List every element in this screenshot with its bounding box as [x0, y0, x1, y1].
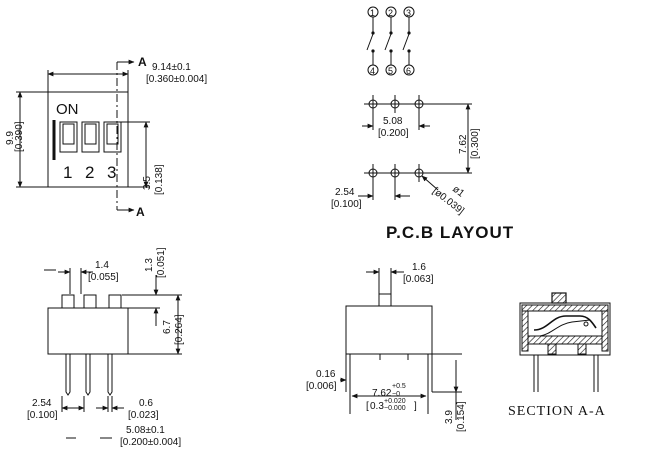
- body-height-in: [0.264]: [174, 314, 185, 345]
- pcb-row-in: [0.300]: [470, 128, 481, 159]
- height-dimension-mm: 9.9: [5, 131, 16, 145]
- width-dimension-in: [0.360±0.004]: [146, 74, 207, 85]
- side-row-in-bracket-close: ]: [414, 401, 417, 412]
- side-row-mm: 7.62: [372, 388, 392, 399]
- actuator-height-in: [0.051]: [156, 247, 167, 278]
- pcb-pitch-x-mm: 5.08: [383, 116, 403, 127]
- position-3-label: 3: [107, 163, 116, 182]
- on-label: ON: [56, 101, 79, 118]
- pcb-pitch-x-in: [0.200]: [378, 128, 409, 139]
- front-view-body: [47, 307, 129, 355]
- side-row-in-tol-lo: −0.000: [384, 405, 406, 412]
- pcb-pitch-in: [0.100]: [331, 199, 362, 210]
- position-2-label: 2: [85, 163, 94, 182]
- side-row-tol-lo: −0: [392, 391, 400, 398]
- pcb-row-mm: 7.62: [458, 134, 469, 154]
- actuator-width-mm: 1.4: [95, 260, 109, 271]
- schematic-pin-4: 4: [370, 66, 375, 76]
- position-1-label: 1: [63, 163, 72, 182]
- actuator-width-in: [0.055]: [88, 272, 119, 283]
- top-view: ON 1 2 3 A A 9.14±0.1 [0.360±0.004] 9.9 …: [5, 55, 207, 219]
- section-mark-top: A: [138, 55, 147, 69]
- section-label: SECTION A-A: [508, 404, 606, 419]
- pin-length-mm: 3.9: [444, 410, 455, 424]
- pin-span-mm: 5.08±0.1: [126, 425, 165, 436]
- side-actuator-mm: 1.6: [412, 262, 426, 273]
- section-mark-bottom: A: [136, 205, 145, 219]
- pin-width-in: [0.023]: [128, 410, 159, 421]
- actuator-height-mm: 1.3: [144, 258, 155, 272]
- pitch-dimension-in: [0.138]: [154, 164, 165, 195]
- front-view: 1.4 [0.055] 1.3 [0.051] 6.7 [0.264] 2.54…: [27, 247, 185, 448]
- side-view: 1.6 [0.063] 0.16 [0.006] 7.62 +0.5 −0 [ …: [306, 262, 467, 432]
- schematic-pin-1: 1: [370, 8, 375, 18]
- switch-windows: [59, 121, 122, 153]
- pin-span-in: [0.200±0.004]: [120, 437, 181, 448]
- side-row-in-tol-hi: +0.020: [384, 398, 406, 405]
- pin-pitch-in: [0.100]: [27, 410, 58, 421]
- pitch-dimension-mm: 3.5: [142, 176, 153, 190]
- pin-pitch-mm: 2.54: [32, 398, 52, 409]
- body-height-mm: 6.7: [162, 320, 173, 334]
- schematic-pin-6: 6: [406, 66, 411, 76]
- schematic-pin-3: 3: [406, 8, 411, 18]
- side-row-in: 0.3: [370, 401, 384, 412]
- pcb-layout-title: P.C.B LAYOUT: [386, 223, 514, 242]
- schematic-pin-5: 5: [388, 66, 393, 76]
- side-view-body: [345, 305, 433, 355]
- side-row-tol-hi: +0.5: [392, 383, 406, 390]
- pin-thickness-in: [0.006]: [306, 381, 337, 392]
- pcb-pitch-mm: 2.54: [335, 187, 355, 198]
- pin-length-in: [0.154]: [456, 401, 467, 432]
- height-dimension-in: [0.390]: [14, 121, 25, 152]
- side-actuator-in: [0.063]: [403, 274, 434, 285]
- switch-schematic: 1 2 3 4 5 6: [366, 6, 415, 76]
- top-view-body: [47, 91, 129, 188]
- pcb-layout: 5.08 [0.200] 7.62 [0.300] 2.54 [0.100] ø…: [331, 95, 514, 242]
- pin-thickness-mm: 0.16: [316, 369, 336, 380]
- section-view: SECTION A-A: [508, 292, 611, 419]
- pin-width-mm: 0.6: [139, 398, 153, 409]
- width-dimension-mm: 9.14±0.1: [152, 62, 191, 73]
- side-row-in-bracket-open: [: [366, 401, 369, 412]
- schematic-pin-2: 2: [388, 8, 393, 18]
